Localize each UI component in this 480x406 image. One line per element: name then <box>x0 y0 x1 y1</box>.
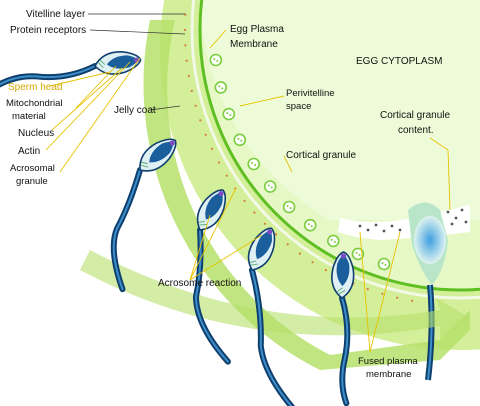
cortical-granule <box>282 200 296 214</box>
label-protein-receptors: Protein receptors <box>10 25 86 36</box>
label-cortical-granule: Cortical granule <box>286 150 356 161</box>
label-cortical-content-line1: Cortical granule <box>380 110 450 121</box>
cortical-granule <box>351 247 365 261</box>
receptor-dot <box>396 296 399 299</box>
cortical-granule <box>377 257 391 271</box>
receptor-dot <box>210 147 214 150</box>
label-perivitelline-line1: Perivitelline <box>286 88 335 99</box>
receptor-dot <box>311 261 314 264</box>
label-fused-line1: Fused plasma <box>358 356 418 367</box>
vitelline-layer <box>190 0 480 300</box>
receptor-dot <box>183 28 187 32</box>
receptor-dot <box>217 161 221 164</box>
label-nucleus: Nucleus <box>18 128 54 139</box>
sperm-cell <box>331 251 355 406</box>
cortical-granule <box>233 133 247 147</box>
label-actin: Actin <box>18 146 40 157</box>
label-mitochondrial-line1: Mitochondrial <box>6 98 63 109</box>
receptor-dot <box>411 299 414 302</box>
cortical-granule <box>247 157 260 171</box>
labels: Vitelline layer Protein receptors Egg Pl… <box>6 9 450 380</box>
receptor-dot <box>263 222 266 225</box>
receptor-dot <box>184 44 187 47</box>
fused-sperm <box>408 202 448 381</box>
receptor-dot <box>204 133 207 136</box>
receptor-dot <box>253 211 256 214</box>
sperm-cell <box>110 138 177 293</box>
sperm-cell <box>0 51 142 89</box>
label-egg-cytoplasm: EGG CYTOPLASM <box>356 56 443 67</box>
label-sperm-head: Sperm head <box>8 82 62 93</box>
cortical-granule <box>214 81 228 94</box>
cortical-granule <box>326 234 340 248</box>
label-vitelline-layer: Vitelline layer <box>26 9 86 20</box>
leader-lines <box>45 13 451 353</box>
progress-arrow <box>80 250 470 340</box>
label-fused-line2: membrane <box>366 369 411 380</box>
receptor-dot <box>366 288 369 291</box>
label-acrosome-reaction: Acrosome reaction <box>158 278 241 289</box>
cortical-granule <box>209 53 223 67</box>
receptor-dot <box>274 233 278 236</box>
receptor-dot <box>225 174 228 177</box>
receptor-dot <box>199 119 202 122</box>
sperm-cell <box>247 227 300 406</box>
receptor-dot <box>381 292 384 295</box>
label-perivitelline-line2: space <box>286 101 311 112</box>
receptor-dot <box>190 89 193 92</box>
cortical-granule <box>263 180 277 193</box>
label-acrosomal-line2: granule <box>16 176 48 187</box>
receptor-dot <box>194 104 197 107</box>
sperm-cell <box>192 189 231 365</box>
receptor-dot <box>324 269 327 272</box>
label-cortical-content-line2: content. <box>398 125 434 136</box>
label-acrosomal-line1: Acrosomal <box>10 163 55 174</box>
cortical-granule <box>222 107 236 121</box>
receptor-dot <box>187 74 190 77</box>
label-mitochondrial-line2: material <box>12 111 46 122</box>
receptor-dot <box>286 243 289 246</box>
cortical-granule <box>303 218 317 232</box>
cortical-granules <box>209 53 391 271</box>
label-jelly-coat: Jelly coat <box>114 105 156 116</box>
receptor-dot <box>298 252 301 255</box>
receptor-dot <box>243 199 246 202</box>
label-egg-plasma-membrane-line1: Egg Plasma <box>230 24 284 35</box>
label-egg-plasma-membrane-line2: Membrane <box>230 39 278 50</box>
receptor-dot <box>185 59 188 62</box>
